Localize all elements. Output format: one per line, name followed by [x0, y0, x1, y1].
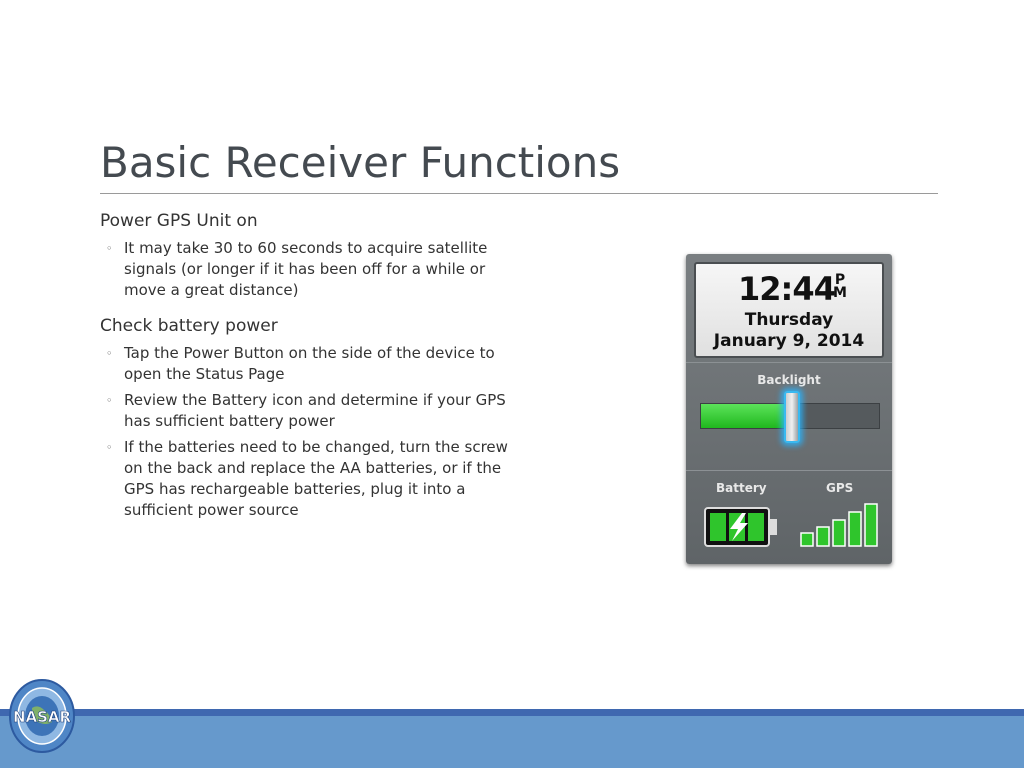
footer-divider [0, 709, 1024, 716]
clock-ampm-bottom: M [833, 285, 847, 301]
sub-bullet-text: It may take 30 to 60 seconds to acquire … [124, 239, 488, 299]
sub-bullet-text: If the batteries need to be changed, tur… [124, 438, 508, 519]
bullet-power-on: Power GPS Unit on [100, 211, 258, 231]
backlight-label: Backlight [757, 373, 821, 387]
status-section: Battery GPS [686, 470, 892, 565]
title-divider [100, 193, 938, 194]
logo-text: NASAR [13, 708, 72, 726]
sub-bullet-text: Tap the Power Button on the side of the … [124, 344, 495, 383]
bullet-check-battery: Check battery power [100, 316, 278, 336]
sub-bullet-marker: ◦ [106, 441, 113, 454]
sub-bullet-power-button: ◦ Tap the Power Button on the side of th… [100, 343, 520, 385]
clock-ampm-top: P [834, 272, 846, 288]
backlight-section: Backlight [686, 362, 892, 467]
backlight-slider-track[interactable] [700, 391, 880, 443]
clock-date: January 9, 2014 [713, 331, 865, 351]
clock-time: 12:44 [738, 270, 836, 308]
sub-bullet-review-battery: ◦ Review the Battery icon and determine … [100, 390, 520, 432]
slide-title: Basic Receiver Functions [100, 138, 621, 187]
slide-content: Power GPS Unit on ◦ It may take 30 to 60… [100, 210, 520, 535]
clock-day: Thursday [744, 310, 834, 330]
backlight-slider-fill [701, 404, 790, 428]
battery-label: Battery [716, 481, 767, 495]
nasar-logo-icon: NASAR [9, 679, 75, 753]
sub-list-power-on: ◦ It may take 30 to 60 seconds to acquir… [100, 238, 520, 301]
footer-band [0, 716, 1024, 768]
battery-icon [704, 507, 777, 547]
sub-bullet-marker: ◦ [106, 347, 113, 360]
sub-bullet-marker: ◦ [106, 242, 113, 255]
sub-bullet-acquire-signals: ◦ It may take 30 to 60 seconds to acquir… [100, 238, 520, 301]
gps-signal-icon [800, 503, 878, 547]
sub-bullet-text: Review the Battery icon and determine if… [124, 391, 506, 430]
backlight-slider-thumb[interactable] [784, 391, 800, 443]
gps-label: GPS [826, 481, 854, 495]
sub-list-check-battery: ◦ Tap the Power Button on the side of th… [100, 343, 520, 521]
sub-bullet-replace-batteries: ◦ If the batteries need to be changed, t… [100, 437, 520, 521]
clock-panel: 12:44 P M Thursday January 9, 2014 [694, 262, 884, 358]
gps-status-page-image: 12:44 P M Thursday January 9, 2014 Backl… [686, 254, 892, 564]
clock-ampm: P M [833, 272, 847, 301]
sub-bullet-marker: ◦ [106, 394, 113, 407]
